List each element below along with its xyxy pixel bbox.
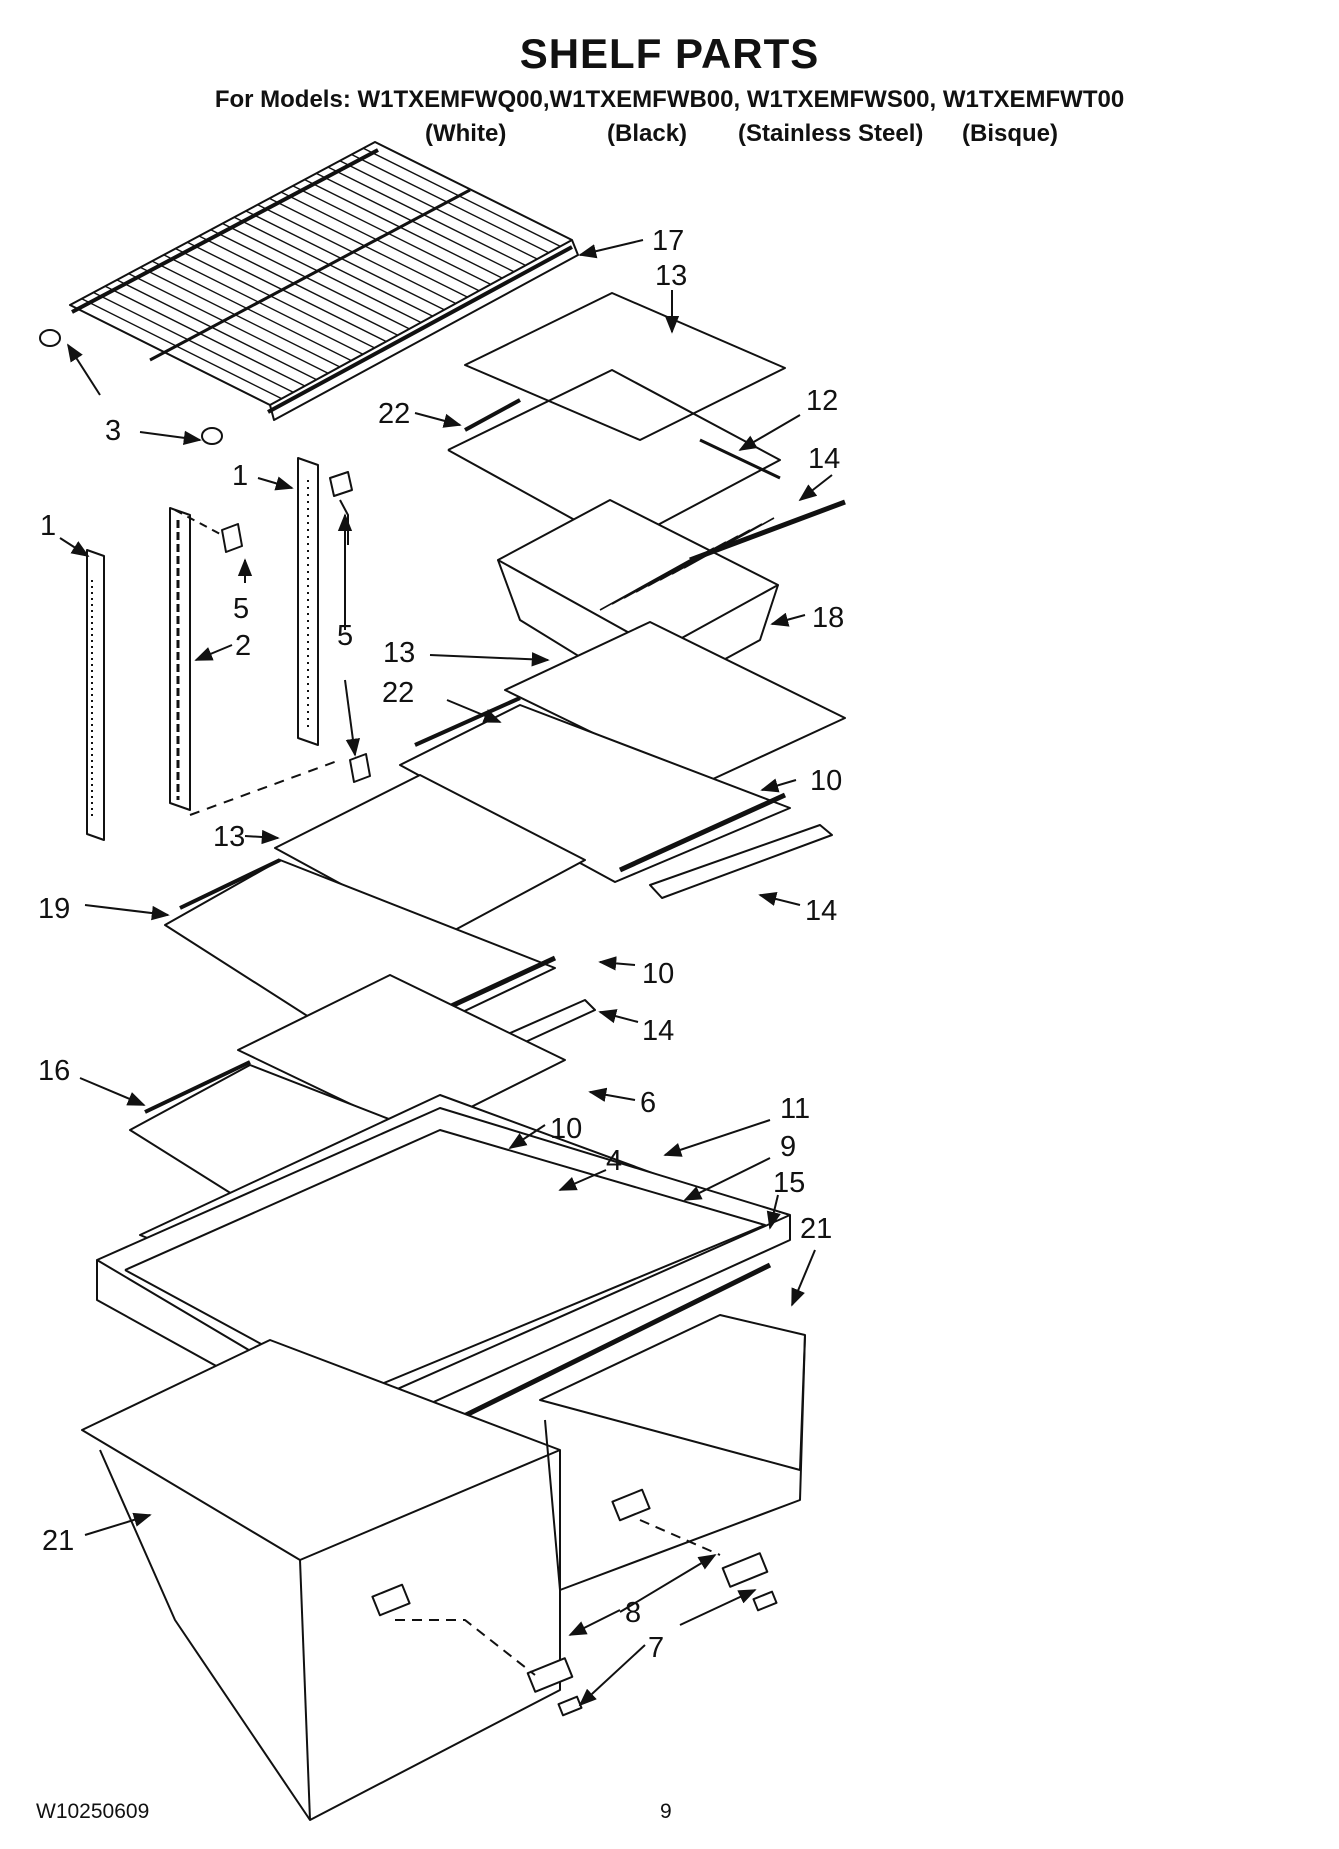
callout-5-right: 5: [337, 620, 353, 652]
finish-white: (White): [425, 120, 507, 147]
callout-9: 9: [780, 1131, 796, 1163]
callout-21-right: 21: [800, 1213, 832, 1245]
page-number: 9: [660, 1800, 672, 1823]
callout-13-mid: 13: [383, 637, 415, 669]
callout-1-right: 1: [232, 460, 248, 492]
callout-5-left: 5: [233, 593, 249, 625]
callout-3: 3: [105, 415, 121, 447]
callout-16: 16: [38, 1055, 70, 1087]
finish-bisque: (Bisque): [962, 120, 1058, 147]
callout-10-low: 10: [550, 1113, 582, 1145]
callout-8: 8: [625, 1597, 641, 1629]
callout-1-left: 1: [40, 510, 56, 542]
wire-shelf-part: [39, 141, 579, 445]
callout-14-mid: 14: [805, 895, 837, 927]
callout-17: 17: [652, 225, 684, 257]
callout-13-low: 13: [213, 821, 245, 853]
callout-4: 4: [606, 1145, 622, 1177]
callout-2: 2: [235, 630, 251, 662]
callout-14-low: 14: [642, 1015, 674, 1047]
callout-12: 12: [806, 385, 838, 417]
callout-6: 6: [640, 1087, 656, 1119]
callout-7: 7: [648, 1632, 664, 1664]
model-list: For Models: W1TXEMFWQ00,W1TXEMFWB00, W1T…: [214, 86, 1125, 113]
callout-22-top: 22: [378, 398, 410, 430]
document-number: W10250609: [36, 1800, 150, 1823]
crisper-bins: [81, 1314, 806, 1821]
callout-15: 15: [773, 1167, 805, 1199]
callout-14-top: 14: [808, 443, 840, 475]
shelf-rails: [86, 457, 371, 841]
callout-10-mid: 10: [642, 958, 674, 990]
callout-10-upper: 10: [810, 765, 842, 797]
callout-19: 19: [38, 893, 70, 925]
finish-black: (Black): [607, 120, 688, 147]
page-title: SHELF PARTS: [519, 30, 820, 77]
middle-shelf-assembly: [399, 621, 846, 899]
callout-11: 11: [780, 1093, 810, 1125]
callout-22-mid: 22: [382, 677, 414, 709]
callout-21-left: 21: [42, 1525, 74, 1557]
callout-13-top: 13: [655, 260, 687, 292]
callout-18: 18: [812, 602, 844, 634]
finish-stainless: (Stainless Steel): [738, 120, 924, 147]
